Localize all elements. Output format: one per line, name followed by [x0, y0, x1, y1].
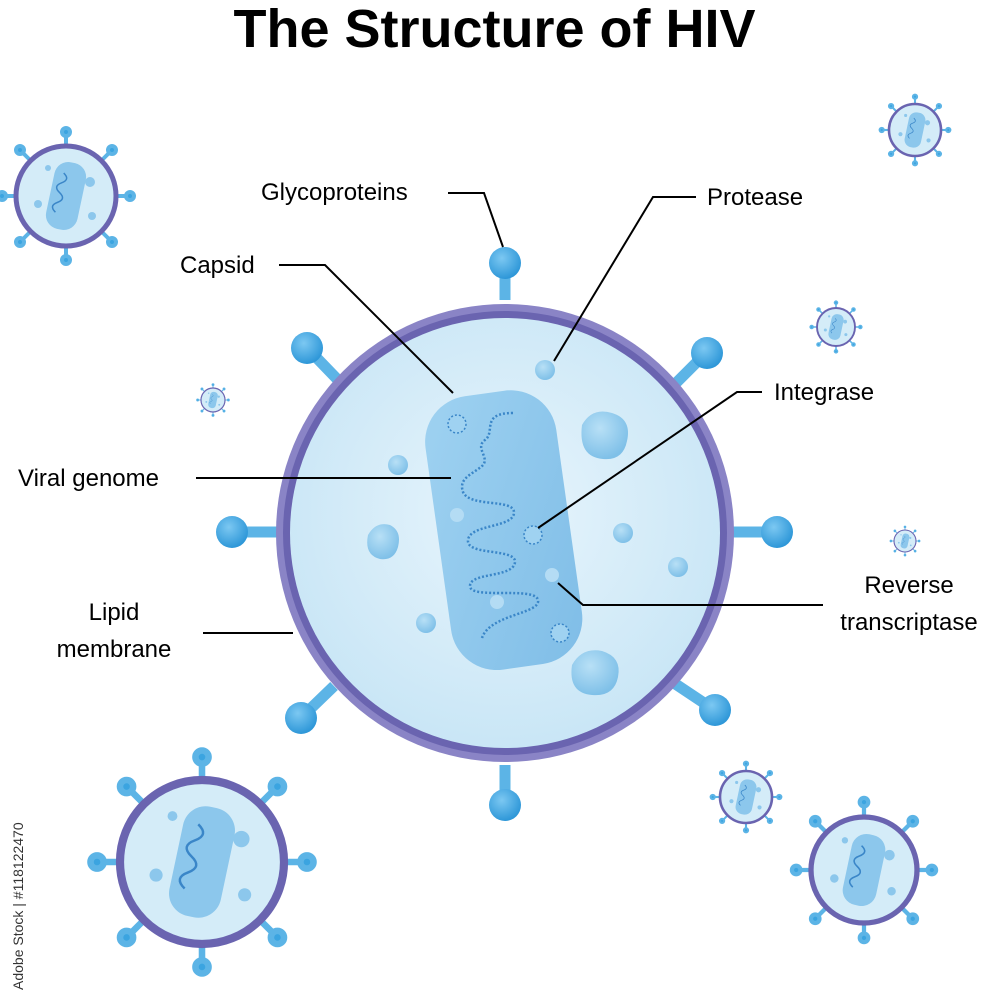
capsid-contents — [447, 411, 570, 643]
integrase-enzyme — [447, 414, 467, 434]
label-reverse-transcriptase-line1: Reverse — [864, 572, 953, 599]
glycoprotein-spikes — [216, 247, 793, 821]
glycoprotein-knob — [699, 694, 731, 726]
interior-blob — [367, 524, 399, 560]
mini-virion-bottom-left — [90, 750, 313, 973]
label-capsid: Capsid — [180, 252, 255, 279]
leader-line-integrase — [537, 391, 762, 529]
glycoprotein-knob — [216, 516, 248, 548]
glycoprotein-knob — [285, 702, 317, 734]
mini-virion-top-left — [0, 128, 134, 264]
label-lipid-membrane-line2: membrane — [57, 636, 172, 663]
leader-line-reverse-transcriptase — [557, 582, 823, 606]
label-lipid-membrane-line1: Lipid — [89, 599, 140, 626]
mini-virion-right-upper — [809, 300, 863, 354]
interior-particles — [367, 360, 688, 696]
leader-line-capsid — [279, 264, 454, 394]
glycoprotein-knob — [291, 332, 323, 364]
page-title: The Structure of HIV — [233, 0, 756, 59]
glycoprotein-knob — [691, 337, 723, 369]
integrase-enzyme — [523, 525, 543, 545]
integrase-enzyme — [550, 623, 570, 643]
label-reverse-transcriptase-line2: transcriptase — [840, 609, 977, 636]
stock-watermark-code: Adobe Stock | #118122470 — [10, 822, 26, 990]
label-protease: Protease — [707, 184, 803, 211]
leader-line-protease — [553, 196, 696, 362]
viral-genome-strand — [460, 411, 540, 639]
reverse-transcriptase-enzyme — [490, 595, 504, 609]
mini-virion-top-right — [878, 93, 952, 167]
mini-virion-bottom-right — [792, 798, 936, 942]
label-integrase: Integrase — [774, 379, 874, 406]
interior-blob — [581, 411, 628, 460]
glycoprotein-knob — [489, 247, 521, 279]
capsid — [425, 390, 583, 671]
label-glycoproteins: Glycoproteins — [261, 179, 408, 206]
label-viral-genome: Viral genome — [18, 465, 159, 492]
interior-blob — [571, 650, 619, 696]
mini-virion-left-small — [196, 383, 230, 417]
reverse-transcriptase-enzyme — [545, 568, 559, 582]
glycoprotein-knob — [489, 789, 521, 821]
reverse-transcriptase-enzyme — [450, 508, 464, 522]
glycoprotein-knob — [761, 516, 793, 548]
leader-line-glycoproteins — [448, 192, 504, 248]
leader-lines — [196, 192, 823, 634]
mini-virion-right-small — [889, 525, 921, 557]
mini-virion-bottom-center — [709, 760, 783, 834]
